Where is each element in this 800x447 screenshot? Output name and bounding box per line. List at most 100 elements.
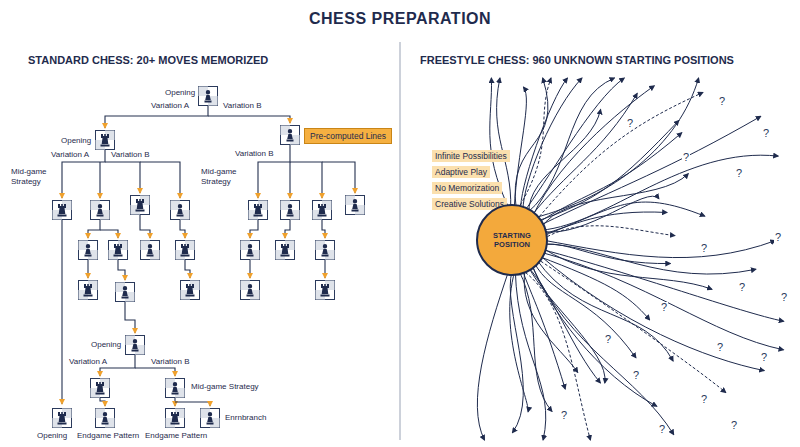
tree-branch	[125, 302, 135, 333]
tree-branch	[100, 398, 105, 406]
question-mark: ?	[560, 410, 568, 421]
start-circle: STARTING POSITION	[476, 204, 549, 277]
position-icon	[91, 201, 110, 220]
possibility-arrow	[539, 256, 650, 320]
possibility-arrow	[515, 78, 548, 209]
tree-branch	[180, 220, 185, 238]
tree-branch	[290, 162, 322, 198]
tree-branch	[87, 260, 88, 278]
possibility-arrow	[521, 78, 568, 210]
highlight-tag: Pre-computed Lines	[304, 128, 392, 144]
tree-branch	[100, 230, 118, 238]
branch-label: Variation A	[150, 101, 190, 111]
section-heading: STANDARD CHESS: 20+ MOVES MEMORIZED	[28, 54, 268, 66]
divider	[400, 42, 401, 440]
position-icon	[141, 241, 160, 260]
step-label: Opening	[60, 136, 92, 146]
position-icon	[79, 281, 98, 300]
tree-branch	[289, 162, 290, 198]
position-icon	[126, 336, 145, 355]
stage-label: Mid-game Strategy	[200, 167, 240, 187]
possibility-arrow	[541, 174, 689, 229]
possibility-arrow	[543, 240, 775, 257]
tree-branch	[208, 116, 290, 123]
branch-label: Variation B	[234, 149, 275, 159]
node-text: Pre-computed Lines	[310, 131, 386, 141]
possibility-arrow	[543, 202, 705, 236]
possibility-arrow	[518, 78, 551, 210]
tree-branch	[99, 162, 100, 198]
tree-branch	[88, 220, 100, 238]
position-icon	[166, 409, 185, 428]
section-heading: FREESTYLE CHESS: 960 UNKNOWN STARTING PO…	[420, 54, 734, 66]
possibility-arrow	[539, 255, 764, 371]
node-text: No Memorization	[435, 183, 499, 193]
position-icon	[109, 241, 128, 260]
position-icon	[241, 281, 260, 300]
possibility-arrow	[527, 78, 614, 213]
possibility-arrow	[543, 244, 671, 263]
node-text: Infinite Possibilities	[435, 151, 507, 161]
possibility-arrow	[522, 269, 565, 389]
tree-branch	[140, 162, 180, 198]
position-icon	[91, 379, 110, 398]
possibility-arrow	[514, 87, 526, 209]
branch-label: Variation B	[110, 150, 151, 160]
possibility-arrow	[542, 196, 659, 232]
question-mark: ?	[626, 118, 634, 129]
branch-label: Variation B	[222, 101, 263, 111]
possibility-arrow	[477, 271, 508, 440]
tree-branch	[324, 260, 325, 278]
branch-label: Variation B	[150, 357, 191, 367]
possibility-arrow	[541, 155, 778, 230]
pattern-label: Endgame Pattern	[76, 431, 140, 441]
possibility-arrow	[534, 262, 636, 358]
question-mark: ?	[780, 292, 788, 303]
possibility-arrow	[532, 264, 657, 406]
question-mark: ?	[700, 394, 708, 405]
position-icon	[181, 281, 200, 300]
tree-branch	[250, 220, 258, 238]
position-icon	[166, 379, 185, 398]
possibility-arrow	[536, 93, 703, 221]
possibility-arrow	[510, 271, 523, 433]
question-mark: ?	[604, 334, 612, 345]
stage-label: Mid-game Strategy	[10, 167, 50, 187]
position-icon	[176, 241, 195, 260]
possibility-arrow	[528, 266, 605, 383]
position-icon	[131, 196, 150, 215]
tree-branch	[62, 106, 355, 406]
possibility-arrow	[532, 86, 654, 217]
node-text: Adaptive Play	[435, 167, 487, 177]
stage-label: Mid-game Strategy	[190, 382, 260, 392]
possibility-arrow	[510, 271, 528, 412]
question-mark: ?	[660, 302, 668, 313]
feature-tag: No Memorization	[432, 182, 502, 194]
position-icon	[313, 201, 332, 220]
question-mark: ?	[760, 352, 768, 363]
position-icon	[249, 201, 268, 220]
tree-branch	[135, 368, 175, 376]
question-mark: ?	[716, 342, 724, 353]
position-icon	[96, 409, 115, 428]
question-mark: ?	[632, 370, 640, 381]
question-mark: ?	[682, 152, 690, 163]
step-label: Opening	[164, 88, 196, 98]
question-mark: ?	[762, 128, 770, 139]
question-mark: ?	[738, 282, 746, 293]
position-icon	[201, 409, 220, 428]
possibility-arrow	[543, 212, 668, 234]
node-text: STARTING POSITION	[482, 231, 543, 249]
position-icon	[116, 283, 135, 302]
position-icon	[96, 131, 115, 150]
position-icon	[53, 409, 72, 428]
branch-label: Variation A	[68, 357, 108, 367]
question-mark: ?	[735, 168, 743, 179]
possibility-arrow	[523, 78, 582, 211]
position-icon	[346, 196, 365, 215]
branch-label: Variation A	[50, 150, 90, 160]
question-mark: ?	[658, 424, 666, 435]
position-icon	[281, 201, 300, 220]
